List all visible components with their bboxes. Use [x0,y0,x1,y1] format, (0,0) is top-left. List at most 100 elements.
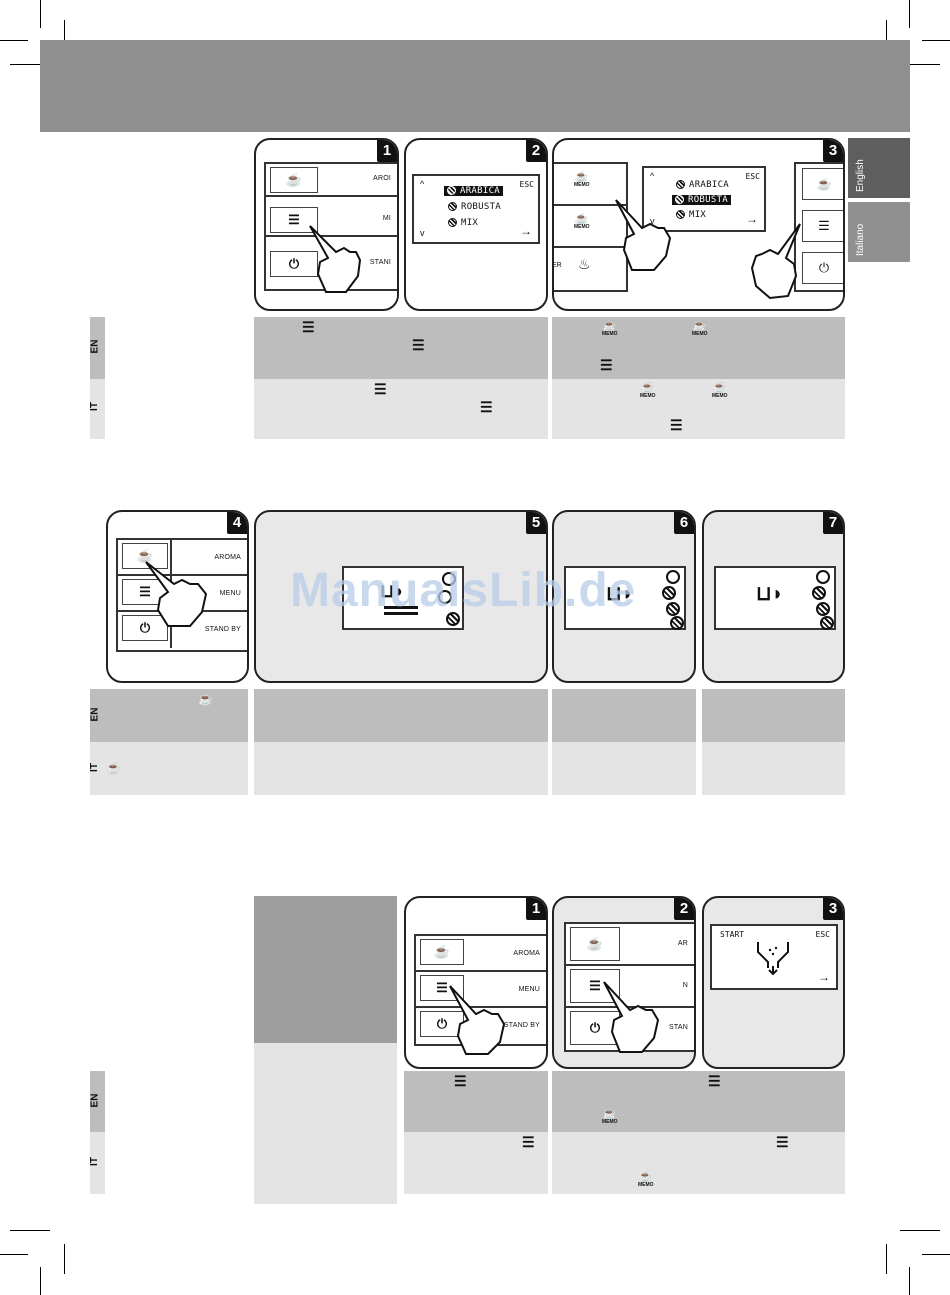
menu-item-arabica[interactable]: ARABICA [689,180,730,190]
crop-mark [909,0,910,28]
menu-item-robusta[interactable]: ROBUSTA [461,202,502,212]
menu-icon: ☰ [436,980,448,995]
instruction-it-2: ☕MEMO ☕MEMO ☰ [552,379,845,439]
instruction-it-7: ☰ [404,1132,548,1194]
lang-label-en: EN [89,707,101,722]
aroma-button[interactable]: ☕ [570,927,620,961]
pointing-hand-icon [309,225,362,293]
bean-icon [448,202,457,211]
lcd-start: START ESC → [710,924,838,990]
tab-italiano-label: Italiano [855,223,866,256]
note-box-en [254,896,397,1043]
menu-button[interactable]: ☰ [420,975,464,1001]
step-number: 5 [526,512,546,534]
menu-icon: ☰ [480,399,493,415]
step-panel-3: 3 ☕MEMO ☕MEMO ER ♨ ^ v ESC ARABICA ROBUS… [552,138,845,311]
instruction-en-7: ☰ [404,1071,548,1132]
power-button[interactable]: ⏻ [122,615,168,641]
instruction-it-8: ☰ ☕MEMO [552,1132,845,1194]
step-number: 1 [526,898,546,920]
memo-label: MEMO [574,182,590,188]
crop-mark [909,1267,910,1295]
lang-label-it: IT [88,763,100,772]
bean-icon [448,218,457,227]
menu-icon: ☰ [589,978,601,993]
aroma-icon: ☕ [586,936,604,951]
standby-label: STANI [369,259,391,266]
aroma-label: AROMA [214,554,241,561]
bean-icon [675,195,684,204]
power-button[interactable]: ⏻ [802,252,843,284]
step-number: 6 [674,512,694,534]
instruction-en-3: EN ☕ [89,689,248,742]
memo-label: MEMO [574,224,590,230]
aroma-icon: ☕ [433,944,451,959]
bean-icon [446,612,460,626]
lcd-aroma-level-2: ⊔◗ [564,566,686,630]
cup-icon: ⊔◗ [756,583,784,605]
step-panel-7: 7 ⊔◗ [702,510,845,683]
aroma-button[interactable]: ☕ [802,168,843,200]
note-box-it [254,1043,397,1204]
aroma-button[interactable]: ☕ [270,167,318,193]
cup-memo-icon: ☕MEMO [692,320,708,337]
step-panel-6: 6 ⊔◗ [552,510,696,683]
menu-button[interactable]: ☰ [570,969,620,1003]
menu-icon: ☰ [708,1073,721,1089]
aroma-label: AROMA [513,950,540,957]
menu-item-mix[interactable]: MIX [689,210,707,220]
step-panel-2: 2 ^ v ESC ARABICA ROBUSTA MIX → [404,138,548,311]
menu-button[interactable]: ☰ [802,210,843,242]
menu-row: ☰ MENU [416,972,546,1008]
cup-memo-button[interactable]: ☕MEMO [574,172,590,188]
tab-italiano[interactable]: Italiano [848,202,910,262]
pointing-hand-icon [145,561,208,627]
step-panel-4: 4 ☕ AROMA ☰ MENU ⏻ STAND BY [106,510,249,683]
instruction-it-4 [254,742,548,795]
instruction-it-1: ☰ ☰ [254,379,548,439]
power-button[interactable]: ⏻ [270,251,318,277]
up-caret-icon: ^ [650,171,655,181]
lcd-aroma-menu-2: ^ v ESC ARABICA ROBUSTA MIX → [642,166,766,232]
menu-icon: ☰ [139,584,151,599]
right-arrow-icon: → [520,224,532,238]
aroma-icon: ☕ [136,548,154,563]
menu-item-arabica[interactable]: ARABICA [460,186,501,196]
aroma-row: ☕ AROMA [416,936,546,972]
crop-mark [900,1230,940,1231]
menu-icon: ☰ [522,1134,535,1150]
pointing-hand-icon-2 [750,223,801,300]
aroma-button[interactable]: ☕ [122,543,168,569]
standby-label: STAND BY [503,1022,540,1029]
standby-label: STAND BY [204,626,241,633]
cup-memo-icon: ☕MEMO [638,1171,654,1188]
memo-label: MEMO [602,1119,618,1125]
steam-icon[interactable]: ♨ [578,256,591,272]
tab-english[interactable]: English [848,138,910,198]
crop-mark [40,1267,41,1295]
instruction-en-6 [702,689,845,742]
lcd-aroma-level: ⊔◗ [342,566,464,630]
step-number: 1 [377,140,397,162]
bean-icon [812,586,826,600]
standby-row: ⏻ STANI [266,248,397,281]
menu-button[interactable]: ☰ [270,207,318,233]
crop-mark [886,1244,887,1274]
step-number: 7 [823,512,843,534]
power-icon: ⏻ [818,260,830,275]
aroma-button[interactable]: ☕ [420,939,464,965]
menu-icon: ☰ [818,218,830,233]
menu-item-mix[interactable]: MIX [461,218,479,228]
menu-item-robusta[interactable]: ROBUSTA [688,195,729,205]
aroma-row: ☕ AROI [266,164,397,197]
step-number: 4 [227,512,247,534]
crop-mark [0,1254,28,1255]
memo-label: MEMO [602,331,618,337]
up-caret-icon: ^ [420,179,425,189]
instruction-en-8: ☰ ☕MEMO [552,1071,845,1132]
pointing-hand-icon [603,981,660,1053]
aroma-icon: ☕ [285,172,303,187]
cup-memo-button-2[interactable]: ☕MEMO [574,214,590,230]
right-button-strip: ☕ ☰ ⏻ [794,162,843,292]
instruction-en-1: ☰ ☰ [254,317,548,379]
